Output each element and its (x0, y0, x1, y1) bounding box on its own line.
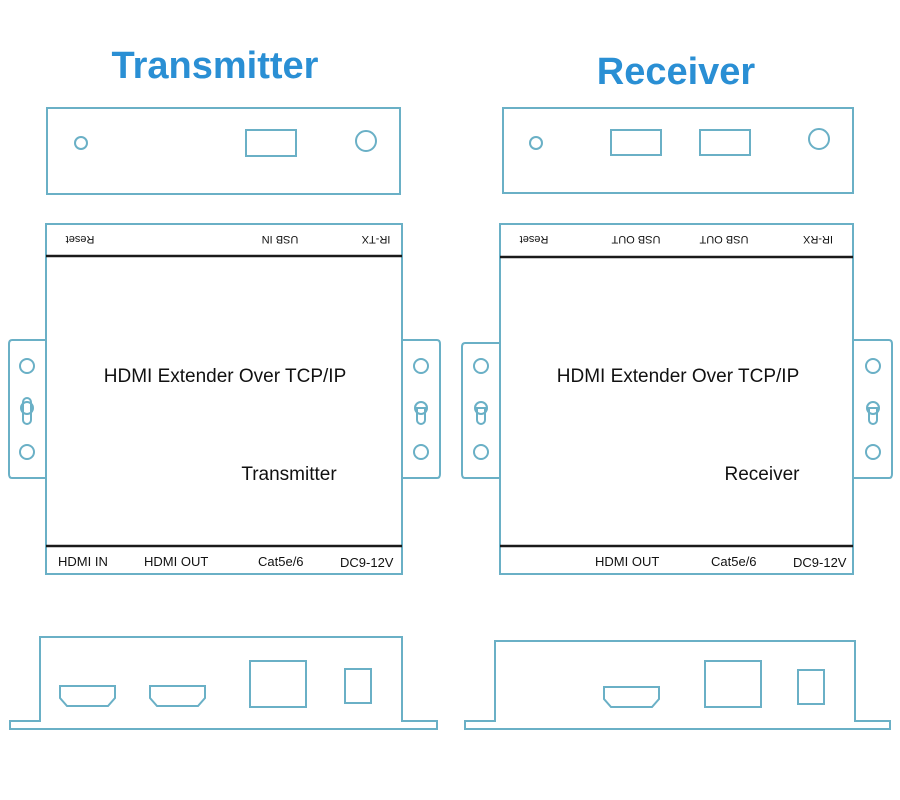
transmitter-heading: Transmitter (112, 45, 319, 87)
receiver-product-label: HDMI Extender Over TCP/IP (557, 366, 800, 387)
transmitter-top-usb-slot (245, 129, 297, 157)
transmitter-port-housing (9, 636, 438, 730)
receiver-role-label: Receiver (725, 464, 801, 485)
transmitter-reset-label: Reset (66, 233, 95, 245)
receiver-top-led (529, 136, 543, 150)
transmitter-right-ear-hole-bottom (413, 444, 429, 460)
transmitter-hdmi-in-port (59, 685, 116, 707)
transmitter-role-label: Transmitter (241, 464, 337, 485)
receiver-right-ear-hole-top (865, 358, 881, 374)
transmitter-product-label: HDMI Extender Over TCP/IP (104, 366, 347, 387)
receiver-port-housing (464, 640, 891, 730)
transmitter-rj45-port (249, 660, 307, 708)
receiver-hdmi-out-port (603, 686, 660, 708)
transmitter-ir-tx-label: IR-TX (361, 233, 390, 245)
transmitter-usb-in-label: USB IN (262, 233, 299, 245)
receiver-dc-port (797, 669, 825, 705)
transmitter-front-panel (45, 223, 403, 575)
transmitter-hdmi-out-label: HDMI OUT (144, 554, 208, 569)
transmitter-hdmi-out-port (149, 685, 206, 707)
transmitter-cat5-label: Cat5e/6 (258, 554, 304, 569)
transmitter-left-ear-slot-round (20, 401, 34, 415)
receiver-left-ear-hole-top (473, 358, 489, 374)
transmitter-hdmi-in-label: HDMI IN (58, 554, 108, 569)
receiver-top-view (502, 107, 854, 194)
transmitter-right-ear (402, 339, 441, 479)
receiver-column: Receiver Reset USB OUT USB (461, 51, 893, 730)
receiver-left-ear-hole-bottom (473, 444, 489, 460)
receiver-ir-rx-label: IR-RX (802, 233, 833, 245)
receiver-right-ear-hole-bottom (865, 444, 881, 460)
transmitter-right-ear-hole-top (413, 358, 429, 374)
receiver-port-view (464, 640, 891, 730)
receiver-left-ear (461, 342, 500, 479)
receiver-heading: Receiver (597, 51, 756, 93)
transmitter-port-view (9, 636, 438, 730)
receiver-left-ear-slot (476, 407, 486, 425)
transmitter-right-ear-slot (416, 407, 426, 425)
receiver-left-ear-slot-round (474, 401, 488, 415)
receiver-top-button (808, 128, 830, 150)
transmitter-left-ear (8, 339, 46, 479)
receiver-hdmi-out-label: HDMI OUT (595, 554, 659, 569)
transmitter-top-button (355, 130, 377, 152)
transmitter-top-view (46, 107, 401, 195)
receiver-cat5-label: Cat5e/6 (711, 554, 757, 569)
transmitter-port-housing-sides (39, 637, 403, 721)
transmitter-dc-port (344, 668, 372, 704)
transmitter-dc-label: DC9-12V (340, 555, 394, 570)
transmitter-column: Transmitter Reset U (8, 45, 441, 730)
transmitter-left-ear-hole-bottom (19, 444, 35, 460)
receiver-right-ear-slot (868, 407, 878, 425)
transmitter-top-led (74, 136, 88, 150)
transmitter-front-view: Reset USB IN IR-TX HDMI Extender Over TC… (8, 223, 441, 575)
transmitter-left-ear-hole-top (19, 358, 35, 374)
receiver-top-usb-slot-1 (610, 129, 662, 156)
receiver-top-usb-slot-2 (699, 129, 751, 156)
receiver-right-ear-slot-round (866, 401, 880, 415)
receiver-reset-label: Reset (520, 233, 549, 245)
receiver-usb-out-label-2: USB OUT (699, 233, 748, 245)
receiver-top-panel (502, 107, 854, 194)
transmitter-left-ear-slot (22, 397, 32, 425)
receiver-usb-out-label-1: USB OUT (611, 233, 660, 245)
receiver-dc-label: DC9-12V (793, 555, 847, 570)
receiver-front-view: Reset USB OUT USB OUT IR-RX HDMI Extende… (461, 223, 893, 575)
receiver-rj45-port (704, 660, 762, 708)
receiver-front-panel (499, 223, 854, 575)
transmitter-top-panel (46, 107, 401, 195)
transmitter-right-ear-slot-round (414, 401, 428, 415)
receiver-right-ear (853, 339, 893, 479)
